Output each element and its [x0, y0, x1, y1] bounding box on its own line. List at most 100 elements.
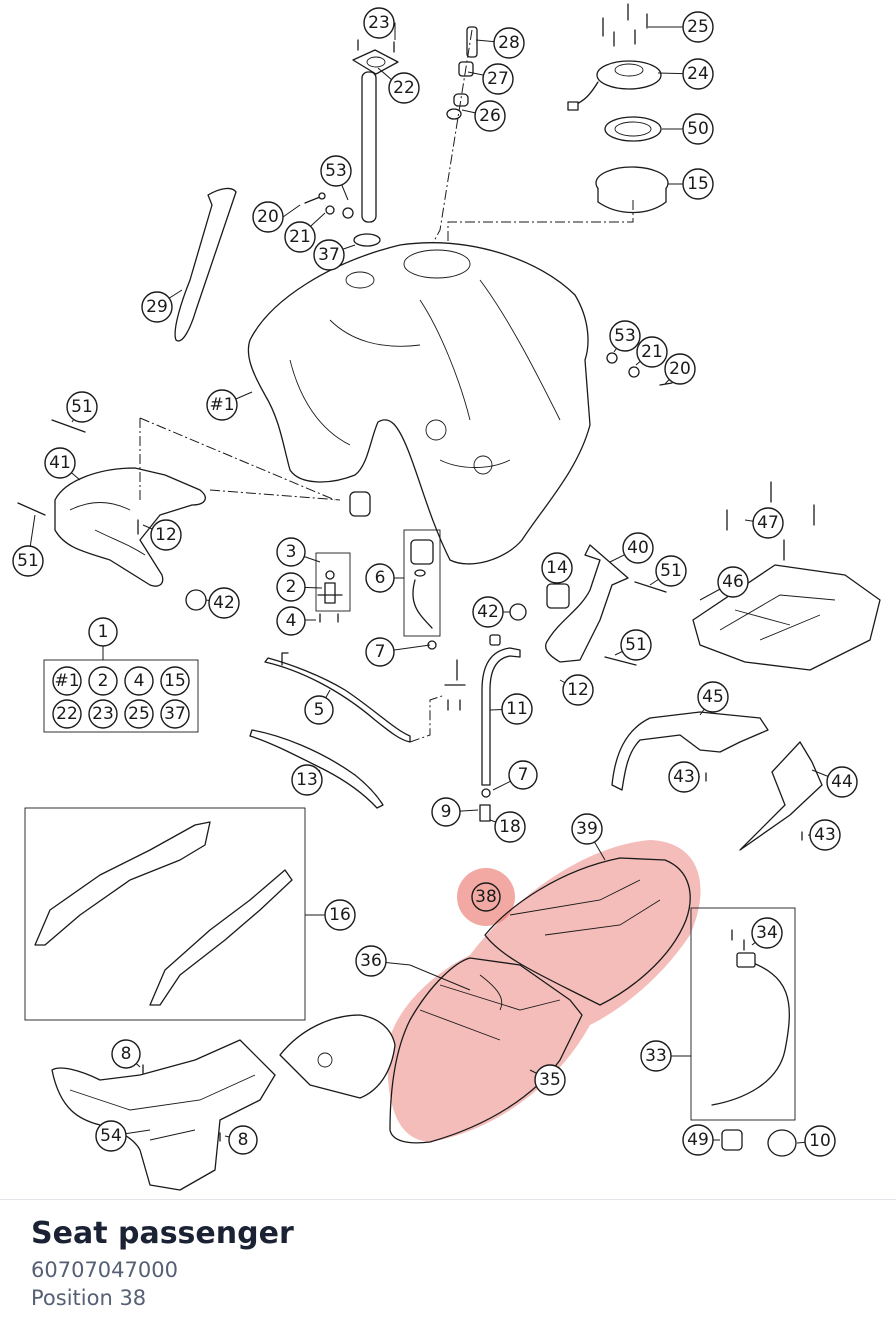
washer-21-a[interactable]	[325, 205, 335, 215]
callout-27[interactable]: 27	[482, 63, 514, 95]
washer-21-b[interactable]	[628, 366, 640, 378]
callout-43-a[interactable]: 43	[668, 761, 700, 793]
callout-34[interactable]: 34	[751, 917, 783, 949]
callout-16[interactable]: 16	[324, 899, 356, 931]
callout-42-a[interactable]: 42	[208, 587, 240, 619]
callout-20-a[interactable]: 20	[252, 201, 284, 233]
callout-8-b[interactable]: 8	[228, 1125, 258, 1155]
callout-37[interactable]: 37	[313, 239, 345, 271]
callout-42-b[interactable]: 42	[472, 596, 504, 628]
callout-41[interactable]: 41	[44, 447, 76, 479]
nut-53-a[interactable]	[342, 207, 354, 219]
callout-51-a[interactable]: 51	[66, 391, 98, 423]
hose-6[interactable]	[410, 539, 434, 629]
callout-20-b[interactable]: 20	[664, 353, 696, 385]
callout-10[interactable]: 10	[804, 1125, 836, 1157]
clip-49[interactable]	[721, 1129, 743, 1151]
flange-ring-15[interactable]	[595, 166, 669, 214]
callout-11[interactable]: 11	[501, 693, 533, 725]
callout-38-highlighted[interactable]: 38	[471, 882, 501, 912]
callout-12-b[interactable]: 12	[562, 674, 594, 706]
grommet-14[interactable]	[546, 583, 570, 609]
callout-2[interactable]: 2	[276, 572, 306, 602]
callout-h1[interactable]: #1	[206, 389, 238, 421]
callout-26[interactable]: 26	[474, 100, 506, 132]
callout-25[interactable]: 25	[682, 11, 714, 43]
bolt-51-c[interactable]	[634, 581, 667, 593]
bolt-51-d[interactable]	[604, 656, 637, 666]
screw-34[interactable]	[731, 929, 745, 951]
callout-51-d[interactable]: 51	[620, 629, 652, 661]
hose-5[interactable]	[264, 652, 411, 743]
side-cover-41[interactable]	[54, 467, 206, 587]
seat-passenger-39[interactable]	[484, 857, 691, 1006]
connector-12-b[interactable]	[444, 659, 466, 711]
callout-9[interactable]: 9	[431, 797, 461, 827]
grab-handle-45[interactable]	[611, 711, 769, 791]
callout-24[interactable]: 24	[682, 58, 714, 90]
callout-13[interactable]: 13	[291, 764, 323, 796]
callout-54[interactable]: 54	[95, 1120, 127, 1152]
callout-53-b[interactable]: 53	[609, 320, 641, 352]
screws-25[interactable]	[602, 3, 648, 47]
callout-5[interactable]: 5	[304, 695, 334, 725]
callout-53-a[interactable]: 53	[320, 155, 352, 187]
callout-18[interactable]: 18	[494, 811, 526, 843]
filler-pipe-22[interactable]	[352, 49, 399, 223]
callout-1[interactable]: 1	[88, 617, 118, 647]
callout-4[interactable]: 4	[276, 606, 306, 636]
bolt-20-a[interactable]	[304, 192, 326, 204]
kit-item-37[interactable]: 37	[160, 699, 190, 729]
bolt-51-a[interactable]	[51, 419, 86, 433]
callout-7-a[interactable]: 7	[365, 637, 395, 667]
screw-23[interactable]	[357, 39, 395, 53]
callout-51-c[interactable]: 51	[655, 555, 687, 587]
callout-46[interactable]: 46	[717, 566, 749, 598]
callout-3[interactable]: 3	[276, 537, 306, 567]
callout-12-a[interactable]: 12	[150, 519, 182, 551]
side-trims-16[interactable]	[34, 821, 293, 1006]
hose-13[interactable]	[249, 729, 384, 809]
callout-45[interactable]: 45	[697, 681, 729, 713]
nut-53-b[interactable]	[606, 352, 618, 364]
fitting-9[interactable]	[479, 804, 491, 822]
hose-11[interactable]	[481, 634, 521, 786]
kit-item-25[interactable]: 25	[124, 699, 154, 729]
bracket-40[interactable]	[545, 544, 629, 663]
panel-54[interactable]	[51, 1039, 276, 1191]
o-ring-37[interactable]	[353, 233, 381, 247]
callout-22[interactable]: 22	[388, 72, 420, 104]
callout-51-b[interactable]: 51	[12, 545, 44, 577]
callout-21-b[interactable]: 21	[636, 336, 668, 368]
kit-item-h1[interactable]: #1	[52, 666, 82, 696]
callout-8-a[interactable]: 8	[111, 1039, 141, 1069]
callout-47[interactable]: 47	[752, 507, 784, 539]
callout-29[interactable]: 29	[141, 291, 173, 323]
callout-6[interactable]: 6	[365, 563, 395, 593]
filler-cap-24[interactable]	[567, 60, 662, 111]
vent-parts-26-28[interactable]	[404, 26, 478, 296]
plug-42-a[interactable]	[185, 589, 207, 611]
callout-23[interactable]: 23	[363, 7, 395, 39]
callout-15[interactable]: 15	[682, 168, 714, 200]
seat-rider-35[interactable]	[389, 957, 583, 1144]
plug-42-b[interactable]	[509, 603, 527, 621]
callout-33[interactable]: 33	[640, 1040, 672, 1072]
callout-35[interactable]: 35	[534, 1064, 566, 1096]
callout-36[interactable]: 36	[355, 945, 387, 977]
callout-21-a[interactable]: 21	[284, 221, 316, 253]
callout-7-b[interactable]: 7	[508, 760, 538, 790]
callout-40[interactable]: 40	[622, 532, 654, 564]
callout-39[interactable]: 39	[571, 813, 603, 845]
connector-10[interactable]	[767, 1129, 797, 1157]
kit-item-22[interactable]: 22	[52, 699, 82, 729]
cable-33[interactable]	[711, 952, 790, 1106]
bolt-51-b[interactable]	[17, 502, 46, 516]
callout-50[interactable]: 50	[682, 113, 714, 145]
callout-28[interactable]: 28	[493, 27, 525, 59]
screw-4[interactable]	[319, 613, 339, 623]
callout-44[interactable]: 44	[826, 766, 858, 798]
kit-item-23[interactable]: 23	[88, 699, 118, 729]
callout-14[interactable]: 14	[541, 552, 573, 584]
grab-handle-44[interactable]	[739, 741, 823, 851]
